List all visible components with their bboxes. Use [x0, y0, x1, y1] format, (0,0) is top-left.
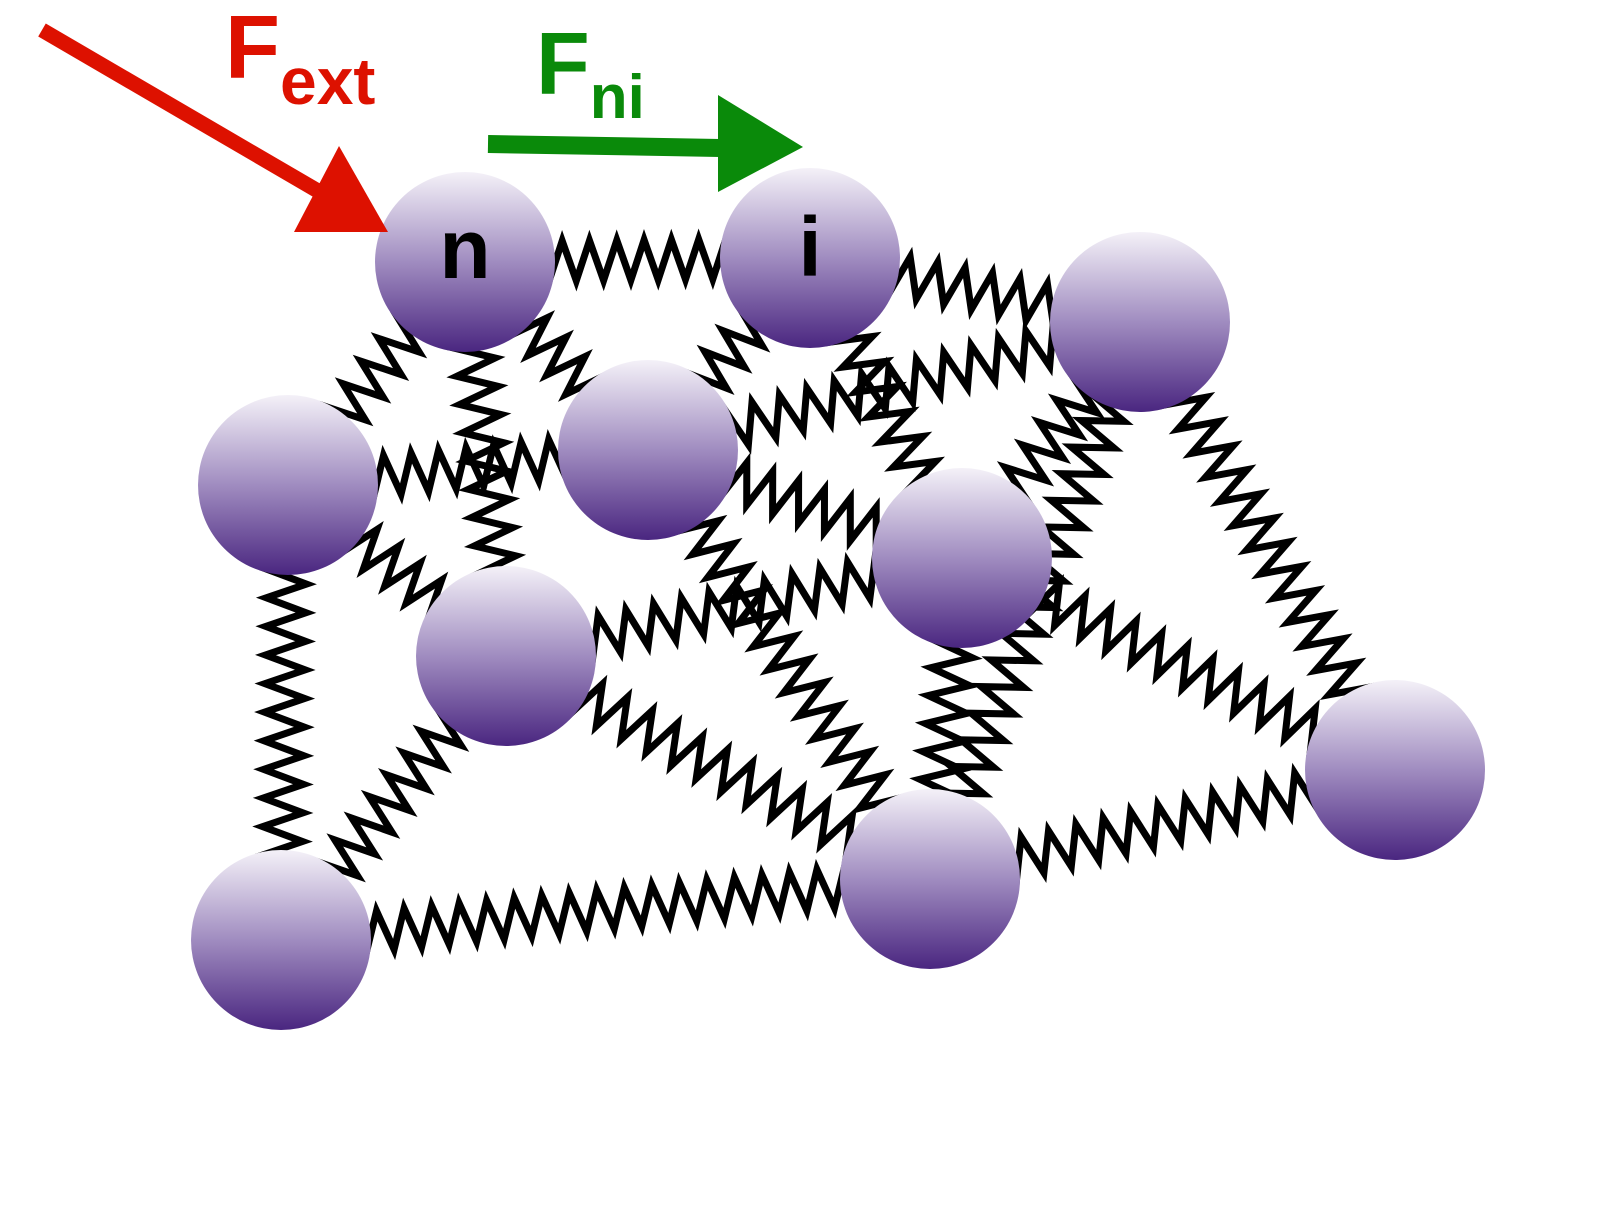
- interaction-force-symbol: F: [536, 14, 590, 113]
- spring-d-h: [909, 624, 983, 813]
- mass-node-i: [720, 168, 900, 348]
- mass-node-e: [416, 566, 596, 746]
- mass-node-b: [198, 395, 378, 575]
- interaction-force-arrow-head: [718, 95, 803, 192]
- nodes-layer: [191, 168, 1485, 1030]
- mass-node-a: [1050, 232, 1230, 412]
- spring-n-b: [319, 312, 428, 431]
- node-i-label: i: [798, 200, 821, 294]
- mass-node-n: [375, 172, 555, 352]
- node-n-label: n: [439, 202, 490, 296]
- spring-e-g: [312, 705, 470, 887]
- spring-a-c: [712, 316, 1075, 455]
- spring-b-e: [337, 521, 452, 626]
- mass-node-d: [872, 468, 1052, 648]
- external-force-subscript: ext: [280, 44, 375, 118]
- spring-d-f: [1021, 574, 1334, 758]
- spring-e-h: [564, 674, 870, 864]
- spring-g-h: [348, 858, 863, 961]
- spring-b-g: [252, 552, 317, 873]
- external-force-arrow-head: [294, 146, 388, 232]
- spring-i-d: [823, 318, 945, 499]
- interaction-force-arrow-shaft: [487, 135, 721, 157]
- spring-b-c: [355, 428, 582, 505]
- spring-d-e: [572, 549, 896, 665]
- external-force-arrow-shaft: [38, 23, 322, 198]
- spring-c-h: [671, 507, 907, 822]
- mass-node-h: [840, 789, 1020, 969]
- mass-node-g: [191, 850, 371, 1030]
- external-force-label: Fext: [225, 0, 375, 118]
- spring-n-i: [532, 228, 743, 292]
- interaction-force-arrow: [487, 95, 803, 192]
- mass-node-f: [1305, 680, 1485, 860]
- spring-a-d: [996, 373, 1106, 507]
- mass-node-c: [558, 360, 738, 540]
- interaction-force-subscript: ni: [590, 63, 645, 132]
- spring-i-a: [875, 246, 1074, 333]
- spring-n-c: [504, 310, 609, 402]
- external-force-arrow: [38, 23, 388, 232]
- spring-c-d: [711, 452, 898, 557]
- spring-a-f: [1158, 381, 1377, 711]
- spring-h-f: [995, 762, 1330, 887]
- external-force-symbol: F: [225, 0, 280, 98]
- interaction-force-label: Fni: [536, 14, 645, 132]
